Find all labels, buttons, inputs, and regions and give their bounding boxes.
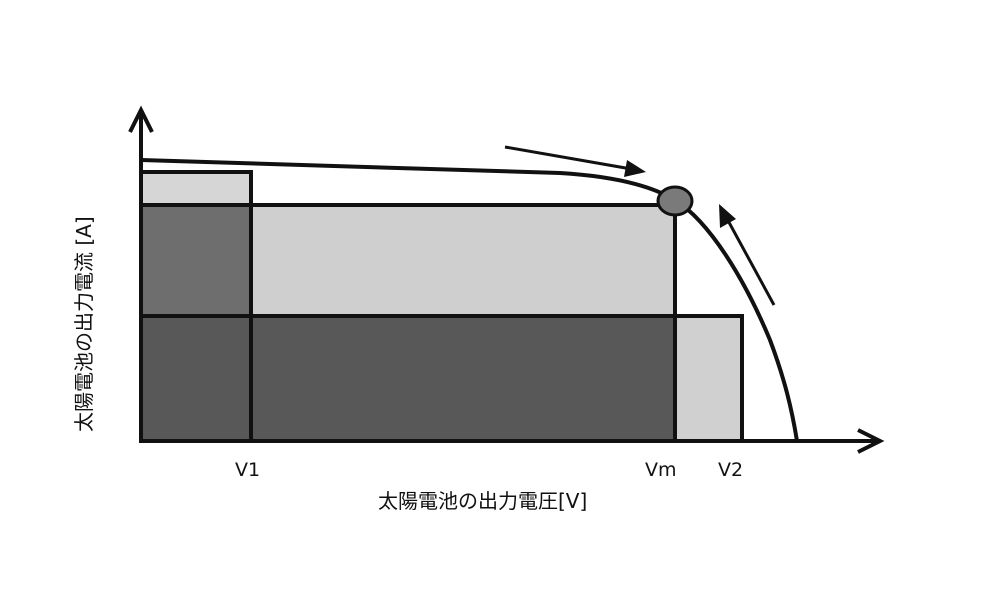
arrow-down-right-icon — [504, 145, 646, 177]
x-tick-vm: Vm — [645, 459, 677, 481]
x-axis-arrowhead — [857, 428, 885, 454]
rect-dark-left — [141, 205, 251, 316]
rect-dark-bottom — [141, 316, 675, 441]
iv-curve — [140, 158, 799, 442]
rect-top-light — [141, 172, 251, 205]
arrow-up-left-icon — [719, 204, 776, 306]
rect-right-light — [675, 316, 742, 441]
y-axis-arrowhead — [128, 105, 154, 133]
x-tick-v1: V1 — [235, 459, 261, 481]
x-tick-v2: V2 — [718, 459, 744, 481]
y-axis-title: 太陽電池の出力電流 [A] — [72, 216, 96, 432]
x-axis-title: 太陽電池の出力電圧[V] — [378, 489, 588, 513]
mpp-marker-icon — [656, 185, 694, 217]
rect-mid-light — [251, 205, 675, 316]
